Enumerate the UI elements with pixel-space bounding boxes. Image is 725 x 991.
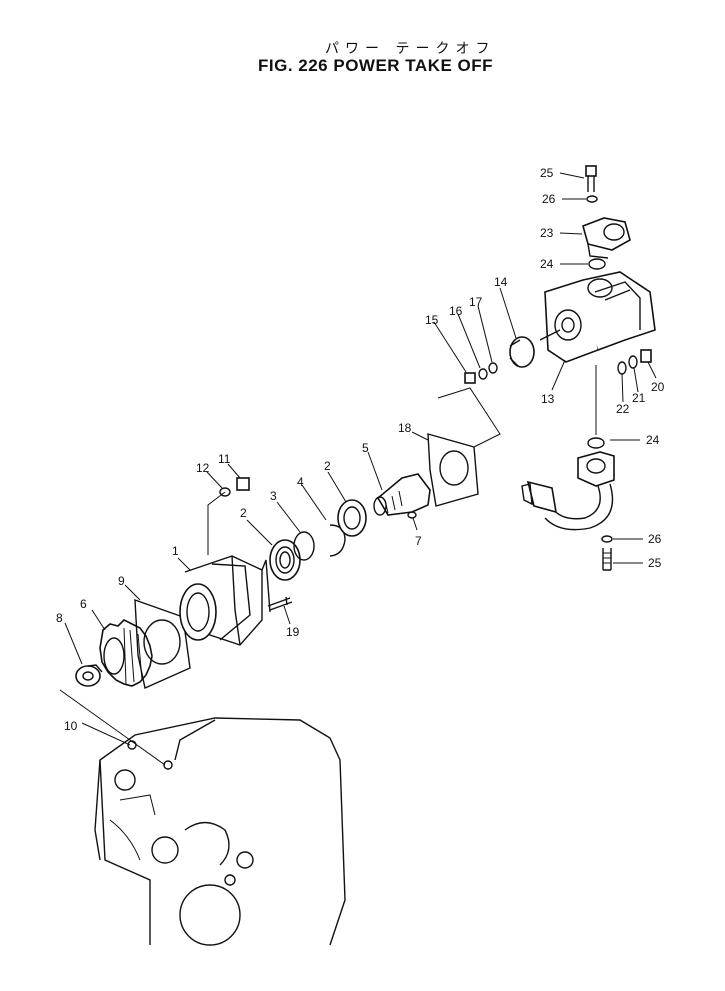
washer-part-16: [478, 368, 488, 380]
callout-17: 17: [469, 295, 483, 309]
nut-part-15: [464, 372, 476, 384]
callout-18: 18: [398, 421, 412, 435]
nut-part-11: [236, 477, 250, 491]
ring-part-3: [293, 531, 315, 561]
bolt-part-25-bottom: [602, 548, 612, 571]
elbow-part-23: [582, 217, 631, 259]
callout-7: 7: [415, 534, 422, 548]
shaft-part-5: [373, 473, 431, 516]
callout-9: 9: [118, 574, 125, 588]
coupling-part-14: [509, 336, 535, 368]
housing-part-1: [179, 491, 271, 646]
stud-part-19: [267, 596, 293, 611]
washer-part-17: [488, 362, 498, 374]
callout-21: 21: [632, 391, 646, 405]
callout-2-right: 2: [324, 459, 331, 473]
nut-part-8: [75, 664, 103, 687]
gasket-part-9: [134, 598, 191, 689]
o-ring-part-24-bottom: [587, 437, 605, 449]
callout-24-bottom: 24: [646, 433, 660, 447]
bearing-part-2-right: [337, 499, 367, 537]
figure-title: FIG. 226 POWER TAKE OFF: [258, 56, 494, 75]
figure-title-japanese: パワー テークオフ: [325, 41, 496, 57]
callout-19: 19: [286, 625, 300, 639]
callout-22: 22: [616, 402, 630, 416]
washer-part-26-top: [586, 195, 598, 203]
bolt-part-25-top: [585, 165, 597, 192]
callout-15: 15: [425, 313, 439, 327]
engine-block-housing: [94, 717, 346, 946]
callout-24-top: 24: [540, 257, 554, 271]
gear-part-6: [99, 619, 153, 687]
callout-leader-lines: [64, 172, 657, 665]
bearing-part-2-left: [269, 539, 301, 581]
callout-8: 8: [56, 611, 63, 625]
callout-labels: 1 2 2 3 4 5 6 7 8 9 10 11 12 13 14 15 16…: [56, 166, 665, 733]
gasket-part-18: [427, 387, 501, 507]
washer-part-12: [219, 487, 231, 497]
callout-3: 3: [270, 489, 277, 503]
callout-5: 5: [362, 441, 369, 455]
snap-ring-part-4: [329, 524, 346, 557]
o-ring-part-24-top: [588, 258, 606, 270]
callout-12: 12: [196, 461, 210, 475]
callout-25-top: 25: [540, 166, 554, 180]
washer-part-22: [617, 361, 627, 375]
callout-26-top: 26: [542, 192, 556, 206]
callout-20: 20: [651, 380, 665, 394]
nut-part-20: [640, 349, 652, 363]
callout-6: 6: [80, 597, 87, 611]
callout-14: 14: [494, 275, 508, 289]
callout-26-bottom: 26: [648, 532, 662, 546]
callout-25-bottom: 25: [648, 556, 662, 570]
callout-23: 23: [540, 226, 554, 240]
callout-1: 1: [172, 544, 179, 558]
key-part-7: [407, 511, 417, 519]
callout-13: 13: [541, 392, 555, 406]
callout-16: 16: [449, 304, 463, 318]
washer-part-21: [628, 355, 638, 369]
washer-part-26-bottom: [601, 535, 613, 543]
callout-11: 11: [218, 452, 231, 466]
pump-part-13: [539, 271, 656, 363]
callout-4: 4: [297, 475, 304, 489]
callout-2-left: 2: [240, 506, 247, 520]
elbow-fitting-lower: [521, 451, 615, 531]
callout-10: 10: [64, 719, 78, 733]
